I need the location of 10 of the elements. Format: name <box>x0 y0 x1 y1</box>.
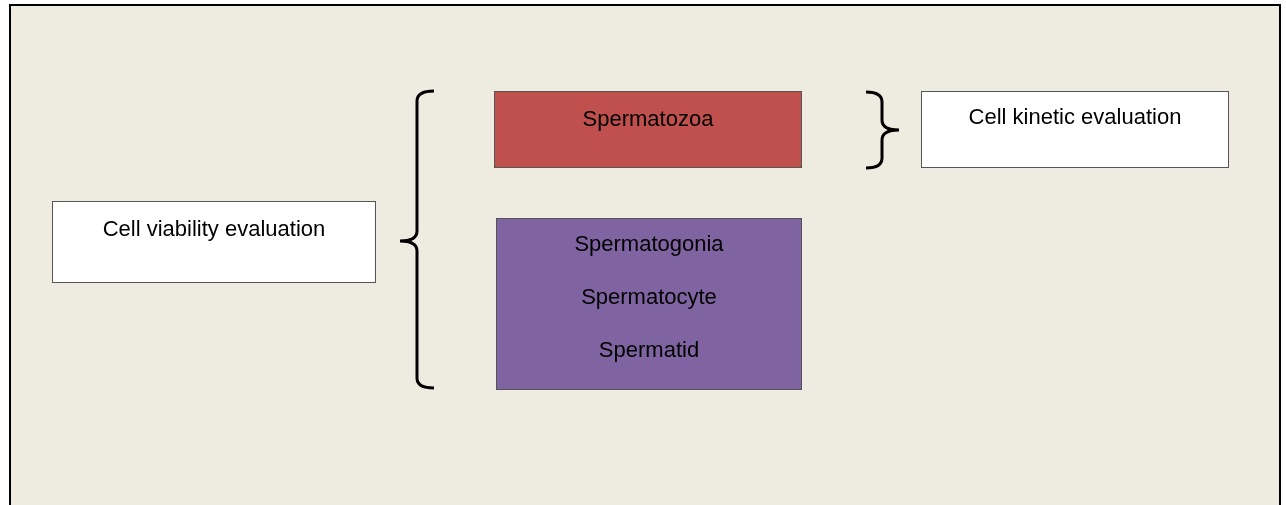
process-box <box>496 218 802 390</box>
node-label: Cell viability evaluation <box>102 216 326 242</box>
label-box <box>52 201 376 283</box>
node-label: Spermatogonia <box>574 231 724 257</box>
node-label: Spermatid <box>598 337 700 363</box>
process-box <box>494 91 802 168</box>
node-label: Spermatozoa <box>582 106 714 132</box>
label-box <box>921 91 1229 168</box>
node-label: Spermatocyte <box>581 284 717 310</box>
node-label: Cell kinetic evaluation <box>968 104 1182 130</box>
